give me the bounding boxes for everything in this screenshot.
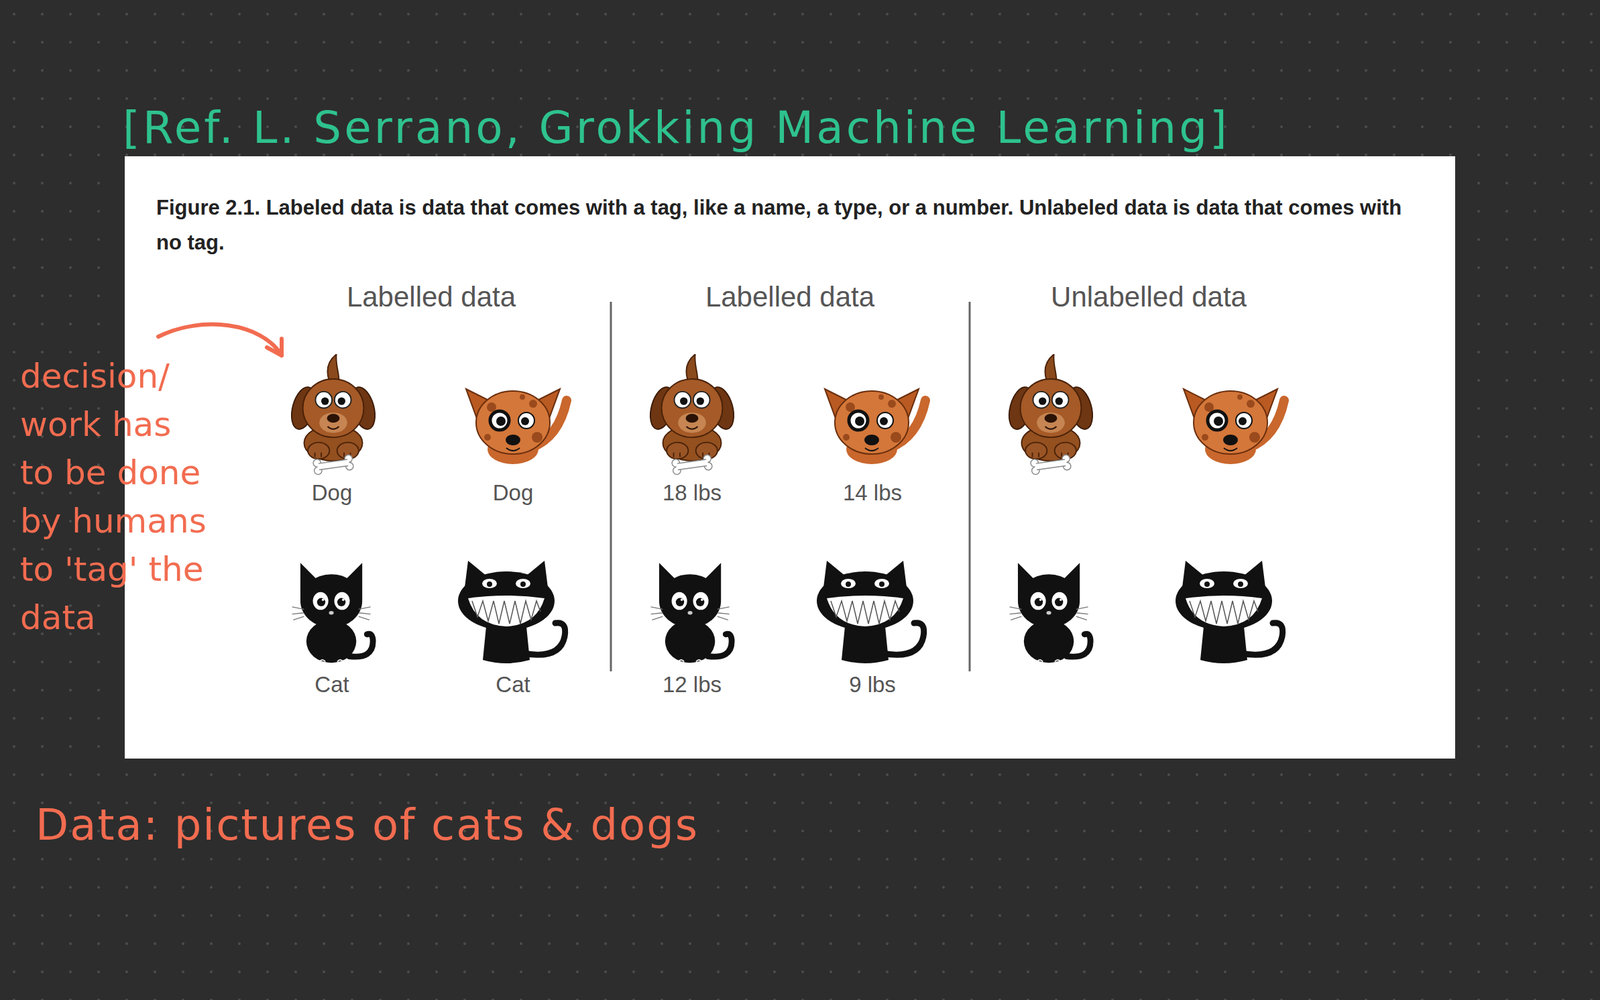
animal-tag: Dog	[492, 480, 534, 506]
dog-picture	[1183, 388, 1285, 465]
animal-tag: Dog	[311, 480, 353, 506]
column-heading: Unlabelled data	[1050, 280, 1247, 314]
column-divider	[968, 301, 971, 672]
column-heading: Labelled data	[705, 280, 875, 314]
animal-tag: Cat	[495, 671, 530, 698]
figure-panel	[124, 156, 1456, 759]
animal-tag: Cat	[314, 671, 349, 698]
weight-tag: 18 lbs	[662, 480, 722, 506]
data-note: Data: pictures of cats & dogs	[35, 800, 699, 850]
annotation-arrow	[158, 324, 282, 356]
annotation-arrowhead	[266, 338, 282, 356]
cat-picture	[651, 562, 733, 663]
dog-picture	[287, 354, 380, 475]
cat-picture	[458, 560, 566, 664]
cat-picture	[1009, 562, 1092, 663]
annotation-note: decision/ work has to be done by humans …	[20, 352, 212, 642]
dog-picture	[824, 388, 926, 465]
column-divider	[610, 301, 613, 672]
reference-title: [Ref. L. Serrano, Grokking Machine Learn…	[122, 101, 1230, 154]
dog-picture	[466, 388, 567, 465]
weight-tag: 14 lbs	[842, 480, 902, 506]
dog-picture	[646, 354, 739, 475]
cat-picture	[1175, 560, 1283, 664]
dog-picture	[1005, 354, 1098, 475]
weight-tag: 12 lbs	[662, 671, 722, 698]
cat-picture	[292, 562, 374, 663]
cat-picture	[816, 560, 925, 664]
column-heading: Labelled data	[346, 280, 516, 314]
weight-tag: 9 lbs	[848, 671, 896, 698]
figure-caption: Figure 2.1. Labeled data is data that co…	[156, 190, 1431, 261]
